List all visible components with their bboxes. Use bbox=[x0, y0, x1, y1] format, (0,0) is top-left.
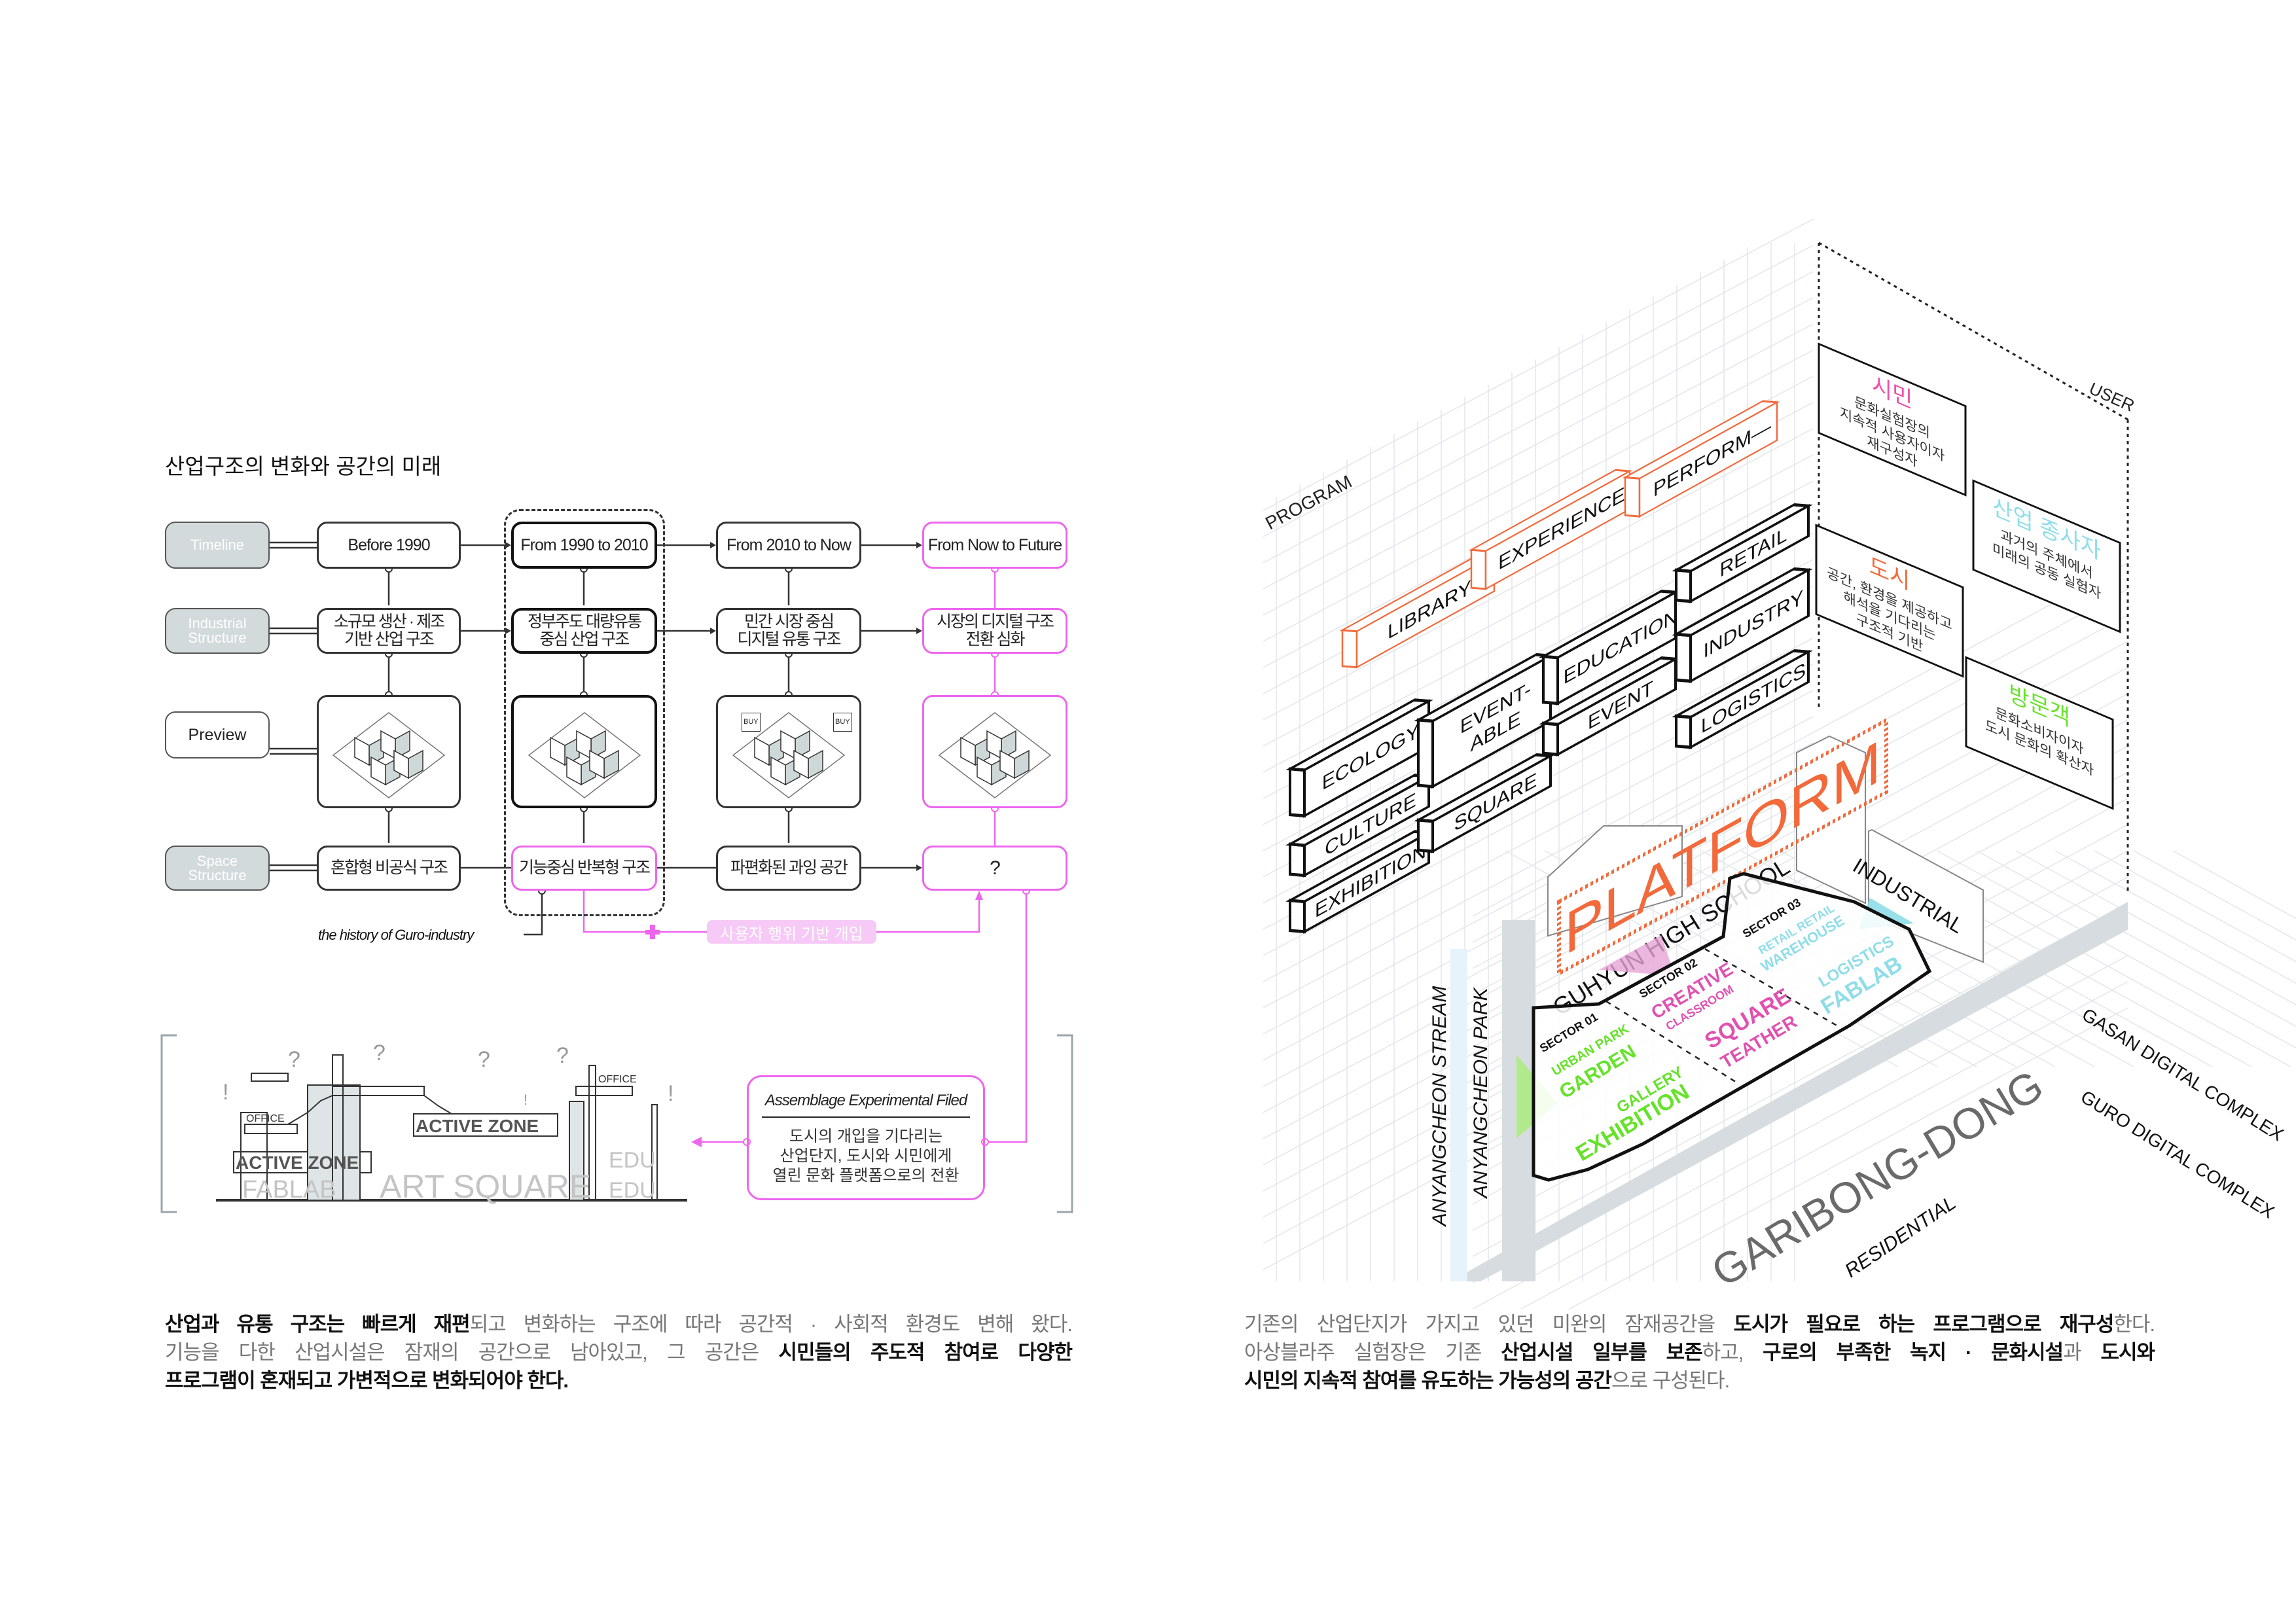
label-office: OFFICE bbox=[246, 1113, 285, 1124]
user-label: USER bbox=[2087, 378, 2138, 416]
paragraph-segment: 프로그램이 혼재되고 가변적으로 변화되어야 한다. bbox=[165, 1369, 569, 1392]
industrial-future: 시장의 디지털 구조 전환 심화 bbox=[922, 608, 1067, 654]
park-label: ANYANGCHEON PARK bbox=[1470, 986, 1492, 1199]
timeline-before-1990: Before 1990 bbox=[317, 522, 461, 569]
question-mark: ? bbox=[478, 1047, 490, 1072]
timeline-1990-2010: From 1990 to 2010 bbox=[511, 522, 657, 569]
buy-tag: BUY bbox=[833, 713, 852, 732]
paragraph-line: 아상블라주 실험장은 기존 산업시설 일부를 보존하고, 구로의 부족한 녹지 … bbox=[1244, 1338, 2155, 1366]
paragraph-segment: 하고, bbox=[1702, 1341, 1763, 1364]
label-fablab: FABLAB bbox=[242, 1176, 336, 1204]
road-band bbox=[1450, 902, 2128, 1281]
left-paragraph: 산업과 유통 구조는 빠르게 재편되고 변화하는 구조에 따라 공간적 · 사회… bbox=[165, 1310, 1073, 1395]
iso-program-diagram: PROGRAM USER LIBRARYEXPERIENCEPERFORM—EC… bbox=[1262, 219, 2296, 1309]
label-office: OFFICE bbox=[598, 1074, 637, 1085]
left-title: 산업구조의 변화와 공간의 미래 bbox=[165, 454, 442, 478]
section-drawing: OFFICE OFFICE ACTIVE ZONE ACTIVE ZONE FA… bbox=[216, 1041, 687, 1205]
label-art-square: ART SQUARE bbox=[380, 1168, 591, 1205]
paragraph-segment: 기존의 산업단지가 가지고 있던 미완의 잠재공간을 bbox=[1244, 1313, 1734, 1336]
paragraph-line: 산업과 유통 구조는 빠르게 재편되고 변화하는 구조에 따라 공간적 · 사회… bbox=[165, 1310, 1073, 1338]
stream-band bbox=[1450, 949, 1467, 1281]
paragraph-segment: 기능을 다한 산업시설은 잠재의 공간으로 남아있고, 그 공간은 bbox=[165, 1341, 779, 1364]
paragraph-segment: 시민들의 주도적 참여로 다양한 bbox=[778, 1341, 1073, 1364]
pink-triangle bbox=[1599, 935, 1675, 976]
program-perform: PERFORM— bbox=[1622, 400, 1780, 518]
paragraph-segment: 과 bbox=[2063, 1341, 2101, 1364]
assemblage-title: Assemblage Experimental Filed bbox=[762, 1092, 970, 1118]
stream-label: ANYANGCHEON STREAM bbox=[1429, 986, 1450, 1228]
paragraph-segment: 도시와 bbox=[2100, 1341, 2155, 1364]
paragraph-line: 시민의 지속적 참여를 유도하는 가능성의 공간으로 구성된다. bbox=[1244, 1366, 2155, 1395]
paragraph-segment: 한다. bbox=[2113, 1313, 2155, 1336]
paragraph-segment: 구로의 부족한 녹지 · 문화시설 bbox=[1763, 1341, 2064, 1364]
exclaim-mark: ! bbox=[524, 1092, 528, 1108]
iso-building-illustration bbox=[528, 711, 641, 798]
exclaim-mark: ! bbox=[668, 1081, 673, 1106]
history-caption: the history of Guro-industry bbox=[318, 927, 474, 943]
intervention-label: 사용자 행위 기반 개입 bbox=[707, 920, 876, 944]
question-mark: ? bbox=[288, 1047, 300, 1072]
iso-building-illustration bbox=[332, 711, 446, 798]
timeline-2010-now: From 2010 to Now bbox=[716, 522, 861, 569]
row-label-space: Space Structure bbox=[165, 846, 270, 891]
paragraph-segment: 시민의 지속적 참여를 유도하는 가능성의 공간 bbox=[1244, 1369, 1612, 1392]
preview-before-1990 bbox=[317, 695, 461, 808]
paragraph-line: 기능을 다한 산업시설은 잠재의 공간으로 남아있고, 그 공간은 시민들의 주… bbox=[165, 1338, 1073, 1366]
right-paragraph: 기존의 산업단지가 가지고 있던 미완의 잠재공간을 도시가 필요로 하는 프로… bbox=[1244, 1310, 2155, 1395]
exclaim-mark: ! bbox=[223, 1080, 228, 1105]
preview-2010-now: BUY BUY bbox=[716, 695, 861, 808]
question-mark: ? bbox=[556, 1043, 569, 1068]
buy-tag: BUY bbox=[742, 713, 761, 732]
row-label-preview: Preview bbox=[165, 711, 270, 758]
site-outline bbox=[1532, 872, 1932, 1182]
label-edu: EDU bbox=[609, 1148, 656, 1173]
timeline-future: From Now to Future bbox=[922, 522, 1067, 569]
preview-future bbox=[922, 695, 1067, 808]
industrial-1990-2010: 정부주도 대량유통 중심 산업 구조 bbox=[511, 608, 657, 654]
highlight-frame-1990-2010 bbox=[504, 509, 665, 916]
paragraph-segment: 으로 구성된다. bbox=[1611, 1369, 1730, 1392]
row-label-industrial: Industrial Structure bbox=[165, 608, 270, 654]
label-edu: EDU bbox=[609, 1178, 656, 1203]
space-before-1990: 혼합형 비공식 구조 bbox=[317, 846, 461, 891]
space-1990-2010: 기능중심 반복형 구조 bbox=[511, 846, 657, 891]
bracket-frame bbox=[160, 1034, 1073, 1213]
preview-1990-2010 bbox=[511, 695, 657, 808]
assemblage-body: 도시의 개입을 기다리는 산업단지, 도시와 시민에게 열린 문화 플랫폼으로의… bbox=[772, 1128, 960, 1185]
label-active-zone: ACTIVE ZONE bbox=[236, 1152, 359, 1173]
industrial-before-1990: 소규모 생산 · 제조 기반 산업 구조 bbox=[317, 608, 461, 654]
label-active-zone: ACTIVE ZONE bbox=[416, 1116, 539, 1136]
row-label-timeline: Timeline bbox=[165, 522, 270, 569]
paragraph-line: 프로그램이 혼재되고 가변적으로 변화되어야 한다. bbox=[165, 1366, 1072, 1395]
paragraph-segment: 되고 변화하는 구조에 따라 공간적 · 사회적 환경도 변해 왔다. bbox=[469, 1313, 1073, 1336]
iso-building-illustration bbox=[938, 711, 1052, 798]
paragraph-segment: 산업과 유통 구조는 빠르게 재편 bbox=[165, 1313, 471, 1336]
assemblage-card: Assemblage Experimental Filed 도시의 개입을 기다… bbox=[747, 1075, 985, 1200]
question-mark: ? bbox=[373, 1041, 386, 1065]
paragraph-segment: 도시가 필요로 하는 프로그램으로 재구성 bbox=[1733, 1313, 2114, 1336]
space-future: ? bbox=[922, 846, 1067, 891]
space-2010-now: 파편화된 과잉 공간 bbox=[716, 846, 861, 891]
program-library: LIBRARY bbox=[1339, 553, 1498, 669]
iso-building-illustration bbox=[732, 711, 846, 798]
paragraph-line: 기존의 산업단지가 가지고 있던 미완의 잠재공간을 도시가 필요로 하는 프로… bbox=[1244, 1310, 2155, 1338]
industrial-2010-now: 민간 시장 중심 디지털 유통 구조 bbox=[716, 608, 861, 654]
user-frame bbox=[1818, 241, 2129, 893]
paragraph-segment: 산업시설 일부를 보존 bbox=[1501, 1341, 1702, 1364]
paragraph-segment: 아상블라주 실험장은 기존 bbox=[1244, 1341, 1501, 1364]
